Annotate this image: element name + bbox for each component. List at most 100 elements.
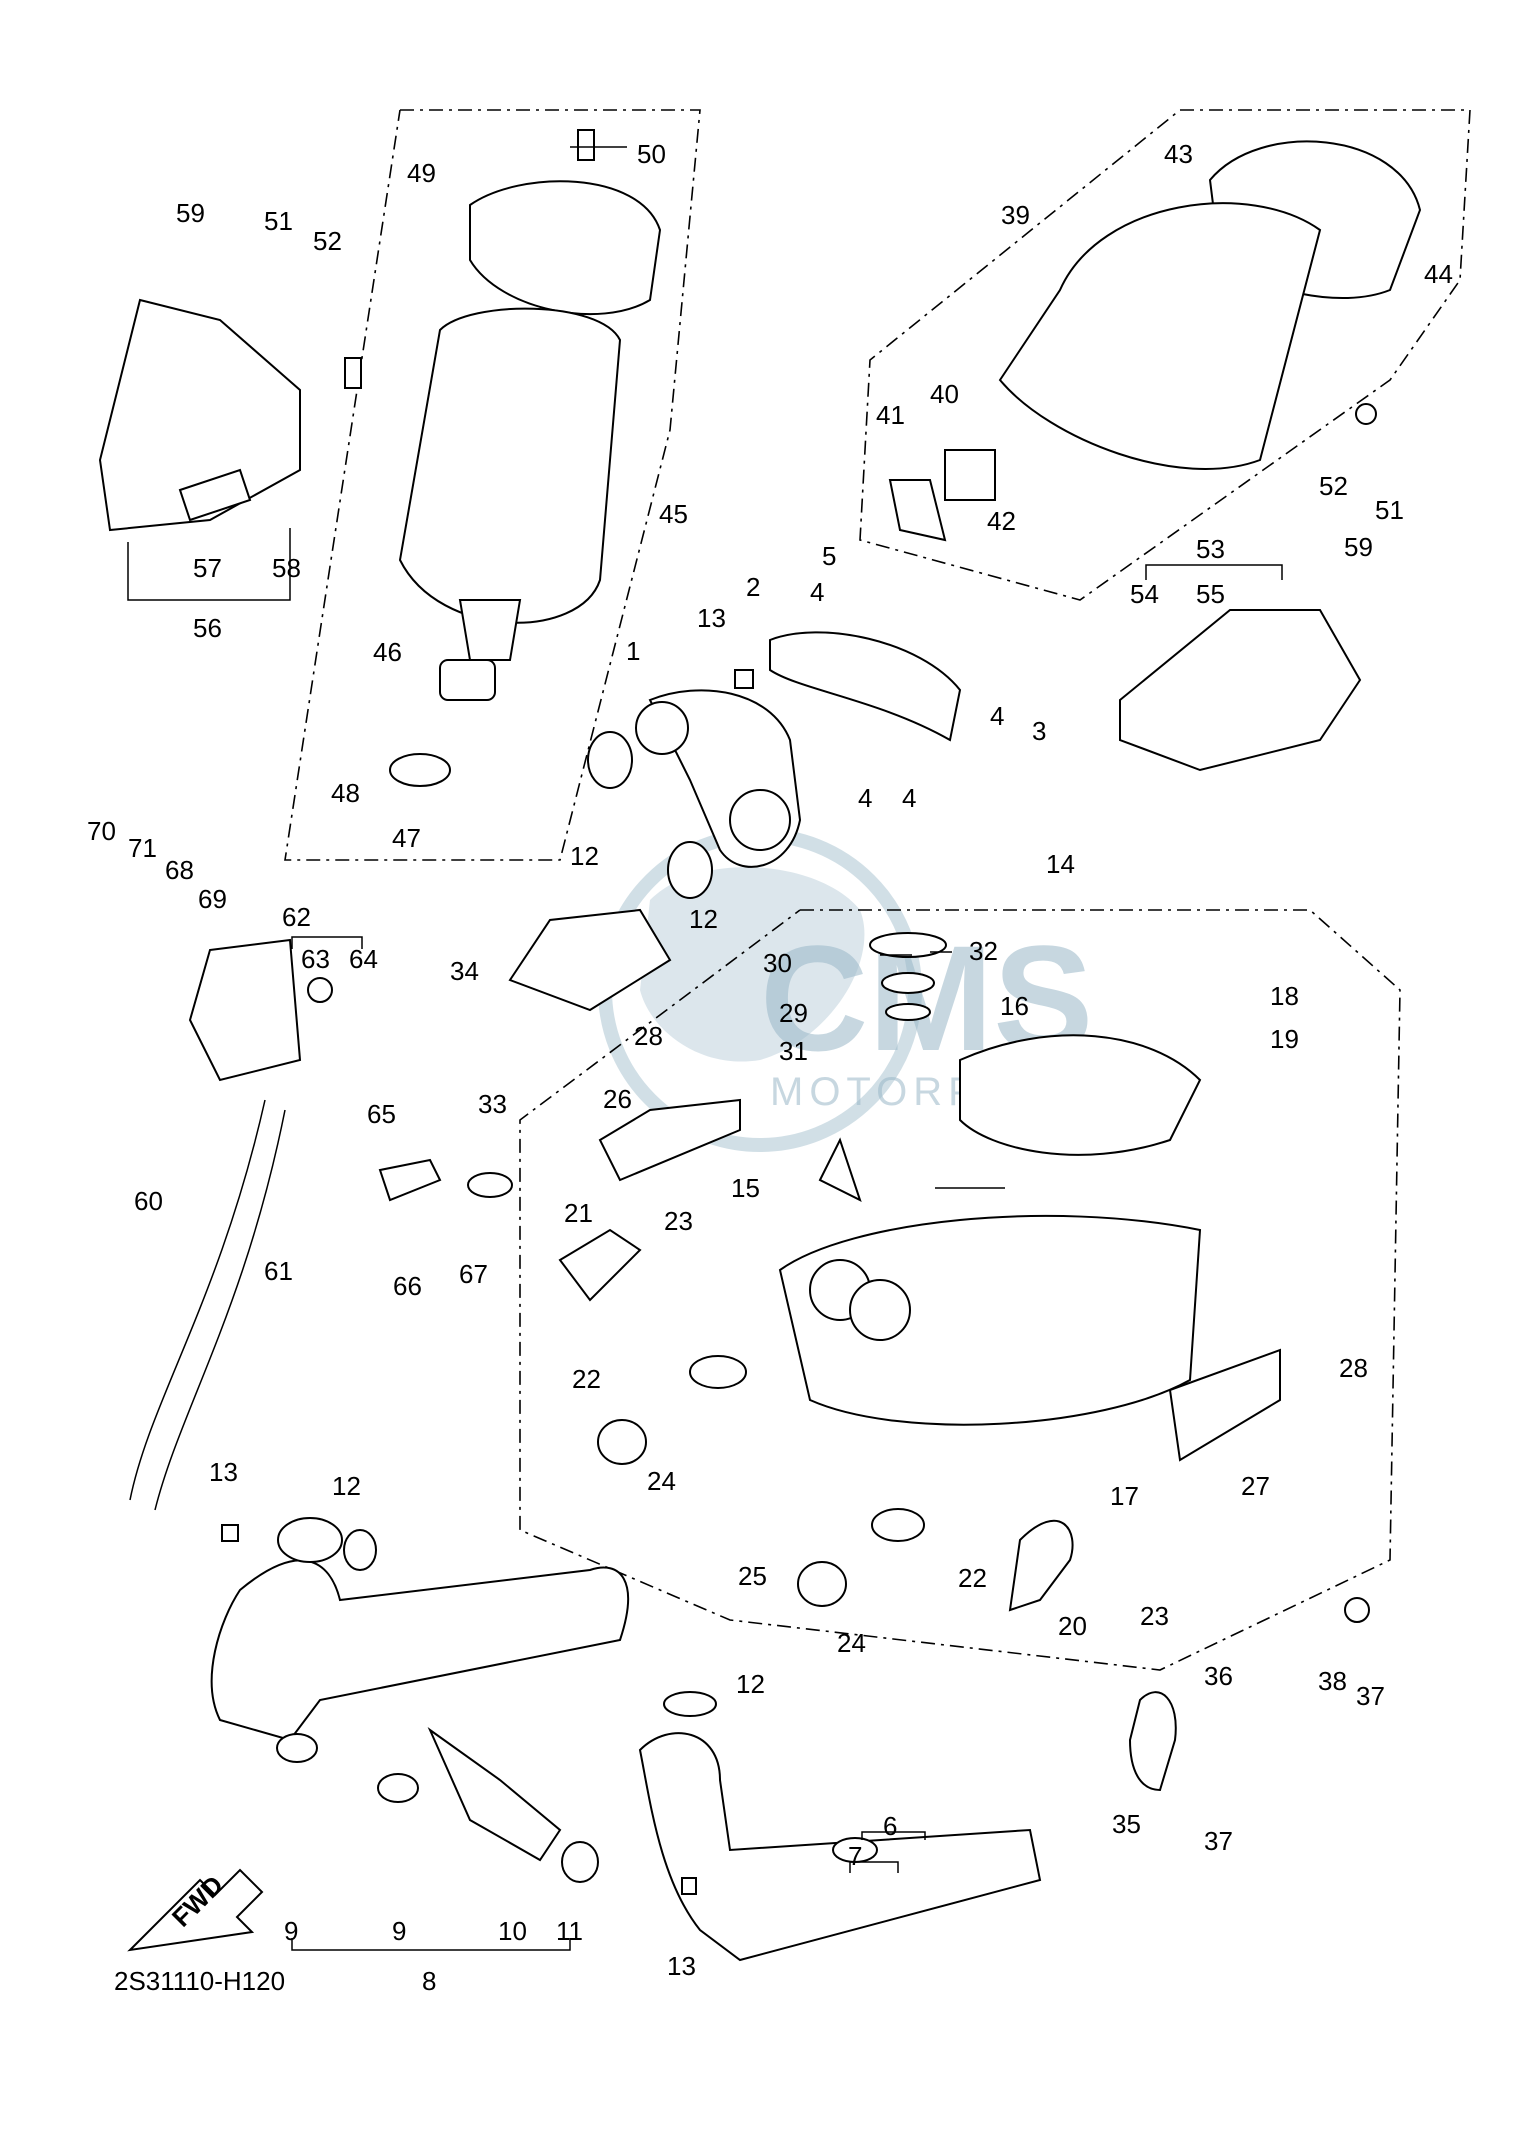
callout-13-b: 13 [209, 1457, 238, 1487]
clamp-22b [871, 1508, 925, 1542]
gasket-24a [597, 1419, 647, 1465]
callout-12-b: 12 [689, 904, 718, 934]
bolt-50 [577, 129, 595, 161]
fwd-arrow-shape [127, 1868, 264, 1952]
callout-24-a: 24 [647, 1466, 676, 1496]
callout-17: 17 [1110, 1481, 1139, 1511]
callout-65: 65 [367, 1099, 396, 1129]
silencer-body [778, 1214, 1202, 1426]
muffler-body [398, 307, 622, 624]
callout-44: 44 [1424, 259, 1453, 289]
callout-28-b: 28 [1339, 1353, 1368, 1383]
gasket-31 [885, 1003, 931, 1021]
bracket-41 [888, 479, 947, 542]
callout-37-a: 37 [1356, 1681, 1385, 1711]
gasket-24b [797, 1561, 847, 1607]
damper-57 [178, 468, 252, 522]
callout-61: 61 [264, 1256, 293, 1286]
leader-8 [291, 1938, 571, 1951]
silencer-14 [508, 908, 1281, 1612]
cable-61 [154, 1109, 286, 1511]
callout-51-a: 51 [264, 206, 293, 236]
callout-13-a: 13 [697, 603, 726, 633]
callout-46: 46 [373, 637, 402, 667]
callout-27: 27 [1241, 1471, 1270, 1501]
cap-63 [307, 977, 333, 1003]
exhaust-pipe-8 [210, 1517, 629, 1883]
pipe-8-branch [427, 1727, 562, 1862]
sensor-15 [818, 1137, 862, 1202]
callout-59-b: 59 [1344, 532, 1373, 562]
protector-53 [1119, 609, 1362, 772]
leader-6 [861, 1831, 926, 1840]
callout-36: 36 [1204, 1661, 1233, 1691]
cover-33 [508, 908, 672, 1012]
callout-68: 68 [165, 855, 194, 885]
callout-14: 14 [1046, 849, 1075, 879]
callout-12-c: 12 [332, 1471, 361, 1501]
callout-10: 10 [498, 1916, 527, 1946]
callout-60: 60 [134, 1186, 163, 1216]
callout-43: 43 [1164, 139, 1193, 169]
gasket-12a [587, 731, 633, 789]
callout-34: 34 [450, 956, 479, 986]
gasket-12d [663, 1691, 717, 1717]
pipe-8-body [210, 1559, 629, 1742]
callout-11: 11 [556, 1916, 583, 1946]
gasket-46 [439, 659, 496, 701]
clamp-67 [467, 1172, 513, 1198]
silencer-assy-boundary-14 [519, 909, 1401, 1671]
callout-40: 40 [930, 379, 959, 409]
callout-8: 8 [422, 1966, 436, 1996]
callout-48: 48 [331, 778, 360, 808]
end-cap-49 [469, 180, 662, 316]
callout-32: 32 [969, 936, 998, 966]
callout-4-a: 4 [810, 577, 824, 607]
callout-38: 38 [1318, 1666, 1347, 1696]
callout-42: 42 [987, 506, 1016, 536]
muffler-body-39 [998, 202, 1322, 470]
callout-71: 71 [128, 833, 157, 863]
callout-13-c: 13 [667, 1951, 696, 1981]
callout-57: 57 [193, 553, 222, 583]
callout-24-b: 24 [837, 1628, 866, 1658]
callout-2: 2 [746, 572, 760, 602]
leader-56 [127, 528, 291, 601]
callout-12-d: 12 [736, 1669, 765, 1699]
leader-lines [127, 146, 1283, 1951]
outlet-pipe [458, 599, 522, 661]
nut-13a [734, 669, 754, 689]
cover-2 [769, 631, 962, 742]
callout-4-c: 4 [902, 783, 916, 813]
callout-49: 49 [407, 158, 436, 188]
callout-28-a: 28 [634, 1021, 663, 1051]
callout-1: 1 [626, 636, 640, 666]
gasket-12c [343, 1529, 377, 1571]
fwd-arrow: FWD [127, 1868, 264, 1952]
servo-62 [129, 938, 513, 1511]
pipe-inlet-b [849, 1279, 911, 1341]
callout-45: 45 [659, 499, 688, 529]
callout-63: 63 [301, 944, 330, 974]
callout-22-b: 22 [958, 1563, 987, 1593]
callout-3: 3 [1032, 716, 1046, 746]
leader-62 [291, 936, 363, 949]
clamp-30 [869, 932, 947, 958]
clamp-9a [276, 1733, 318, 1763]
callout-4-d: 4 [990, 701, 1004, 731]
callout-41: 41 [876, 400, 905, 430]
protector-body-53 [1119, 609, 1362, 772]
callout-51-b: 51 [1375, 495, 1404, 525]
callout-22-a: 22 [572, 1364, 601, 1394]
muffler-assy-boundary-45 [284, 109, 701, 861]
callout-62: 62 [282, 902, 311, 932]
washer-38 [1344, 1597, 1370, 1623]
callout-7: 7 [848, 1841, 862, 1871]
callout-64: 64 [349, 944, 378, 974]
callout-15: 15 [731, 1173, 760, 1203]
protector-56 [98, 298, 301, 532]
callout-47: 47 [392, 823, 421, 853]
callout-26: 26 [603, 1084, 632, 1114]
callout-50: 50 [637, 139, 666, 169]
callout-23-b: 23 [1140, 1601, 1169, 1631]
